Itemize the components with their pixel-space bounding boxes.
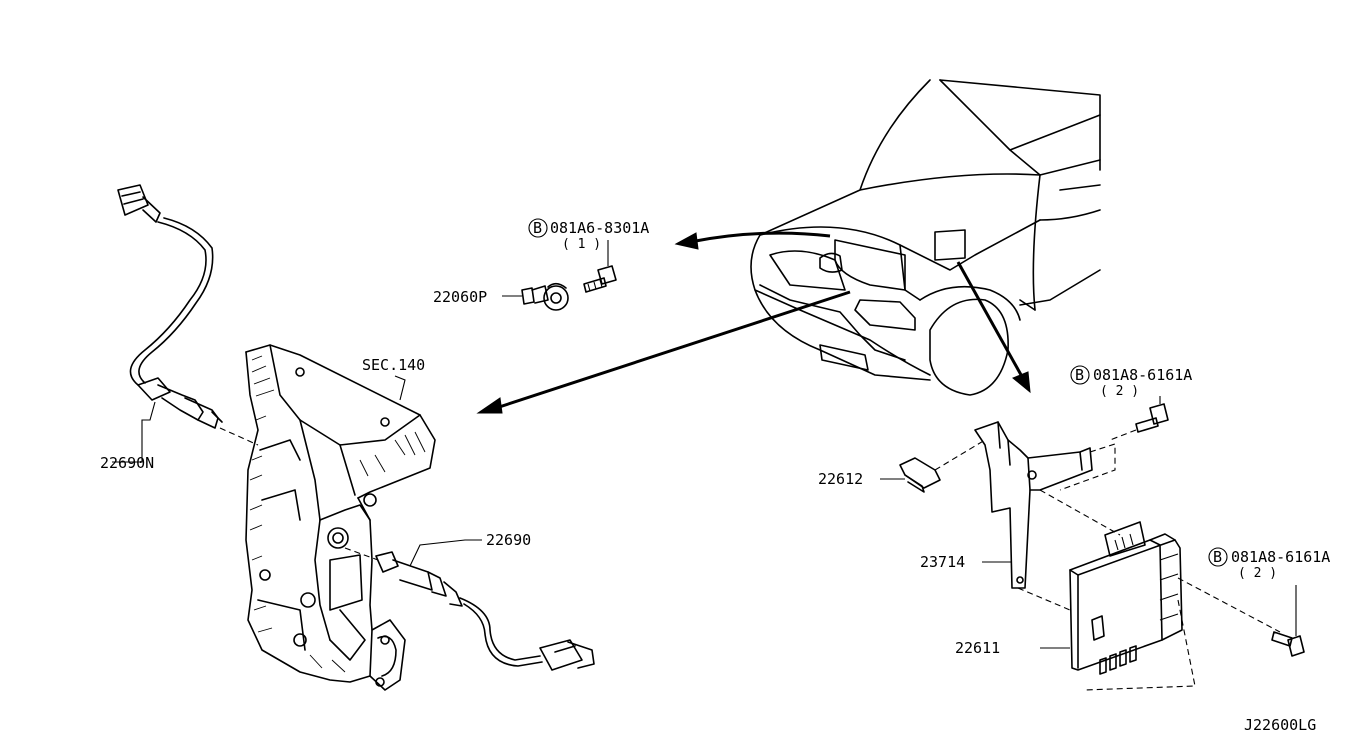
bracket-23714 — [974, 421, 1116, 589]
bolt-symbol-icon: B — [1208, 547, 1228, 567]
oxygen-sensor-downstream — [344, 539, 595, 671]
bracket-bolt — [1109, 396, 1169, 441]
svg-text:B: B — [1075, 366, 1084, 384]
callout-arrows — [476, 231, 1031, 414]
label-22612: 22612 — [818, 470, 863, 488]
vehicle-illustration — [750, 79, 1101, 396]
ecm-bolt — [1271, 585, 1305, 657]
label-qty-bracket-bolt: ( 2 ) — [1100, 384, 1139, 399]
heat-shield-hatching — [249, 355, 426, 673]
label-qty-ecm-bolt: ( 2 ) — [1238, 566, 1277, 581]
exhaust-manifold-heat-shield — [245, 344, 436, 691]
label-22690N: 22690N — [100, 454, 154, 472]
label-081A6-8301A: 081A6-8301A — [550, 219, 649, 237]
label-081A8-6161A-bracket: 081A8-6161A — [1093, 366, 1192, 384]
bracket-22612 — [880, 439, 986, 493]
label-22611: 22611 — [955, 639, 1000, 657]
label-22690: 22690 — [486, 531, 531, 549]
label-081A8-6161A-ecm: 081A8-6161A — [1231, 548, 1330, 566]
oxygen-sensor-upstream — [112, 184, 259, 463]
label-qty-knock-bolt: ( 1 ) — [562, 237, 601, 252]
drawing-code: J22600LG — [1244, 716, 1316, 734]
bolt-symbol-icon: B — [1070, 365, 1090, 385]
label-23714: 23714 — [920, 553, 965, 571]
knock-sensor — [502, 282, 569, 311]
label-22060P: 22060P — [433, 288, 487, 306]
svg-text:B: B — [1213, 548, 1222, 566]
label-sec-140: SEC.140 — [362, 356, 425, 374]
ecm-unit-22611 — [1017, 489, 1281, 691]
knock-sensor-bolt — [583, 240, 617, 293]
svg-text:B: B — [533, 219, 542, 237]
bolt-symbol-icon: B — [528, 218, 548, 238]
